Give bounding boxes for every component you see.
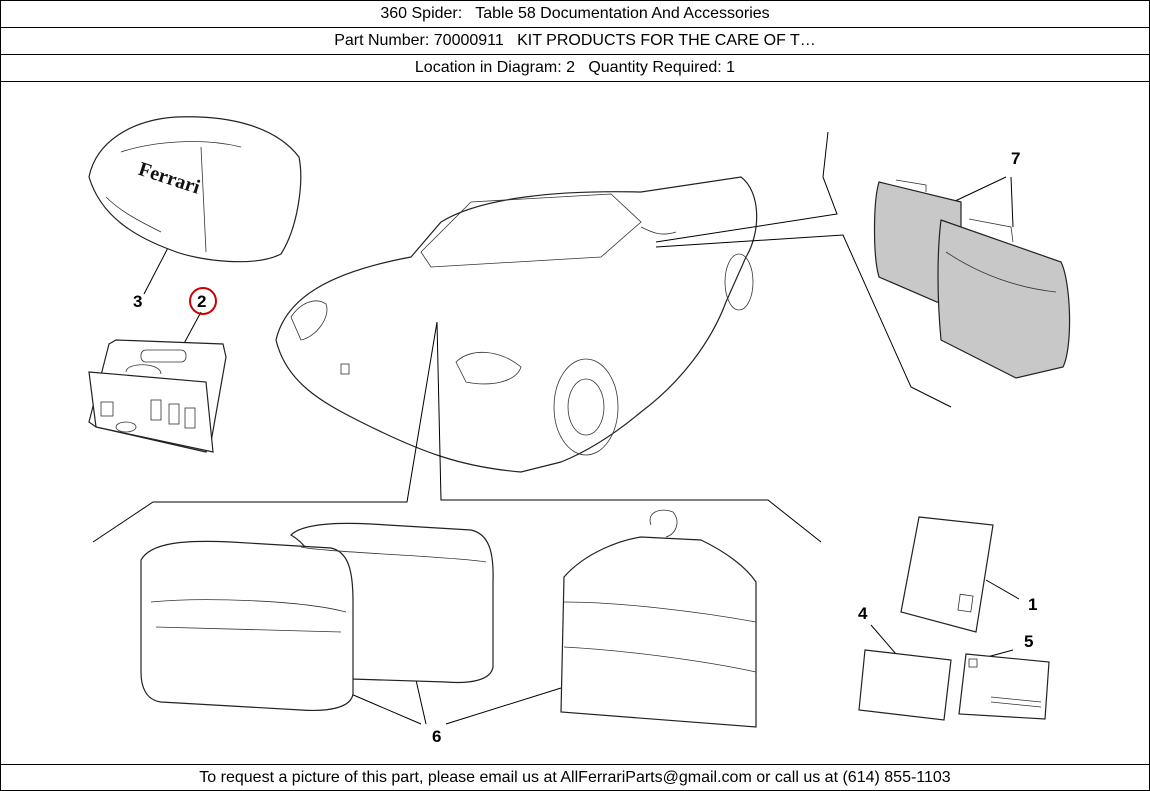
callout-1: 1 [1028,595,1037,614]
callout-3: 3 [133,292,142,311]
cover-bag-body [88,116,302,263]
car-illustration [275,176,758,473]
car-front-wheel [553,358,619,456]
booklet-5 [958,653,1050,720]
luggage-large [937,219,1071,379]
callout-5: 5 [1024,632,1033,651]
car-body [275,176,758,473]
booklet-4 [858,649,952,721]
callout-2-highlight [189,287,217,315]
owner-manual [900,516,994,633]
car-cover-bag: Ferrari [88,116,302,263]
car-windshield [420,193,642,268]
part-number-line: Part Number: 70000911 KIT PRODUCTS FOR T… [1,28,1149,55]
suitcase-front [140,540,354,712]
cover-bag-strap [120,141,242,153]
car-badge [340,363,350,375]
leader-lines [92,131,1020,725]
garment-bag [560,536,757,728]
care-kit-case [88,339,227,453]
callout-2[interactable]: 2 [197,292,206,311]
documentation-booklets [858,516,1050,721]
callout-7: 7 [1011,149,1020,168]
car-right-light [455,351,522,385]
page-title: 360 Spider: Table 58 Documentation And A… [1,1,1149,28]
garment-bag-hanger [649,509,678,538]
car-left-light [290,300,328,341]
parts-diagram: Ferrari [1,82,1149,764]
luggage-set-bottom [140,509,757,728]
location-line: Location in Diagram: 2 Quantity Required… [1,55,1149,82]
contact-footer: To request a picture of this part, pleas… [1,764,1149,791]
diagram-svg: Ferrari [88,116,1071,746]
car-front-hub [567,378,605,436]
callout-4: 4 [858,604,868,623]
car-rear-wheel [724,253,754,311]
car-seat [640,226,677,235]
care-kit-handle [140,349,187,363]
luggage-set-top [873,179,1071,379]
callout-6: 6 [432,727,441,746]
